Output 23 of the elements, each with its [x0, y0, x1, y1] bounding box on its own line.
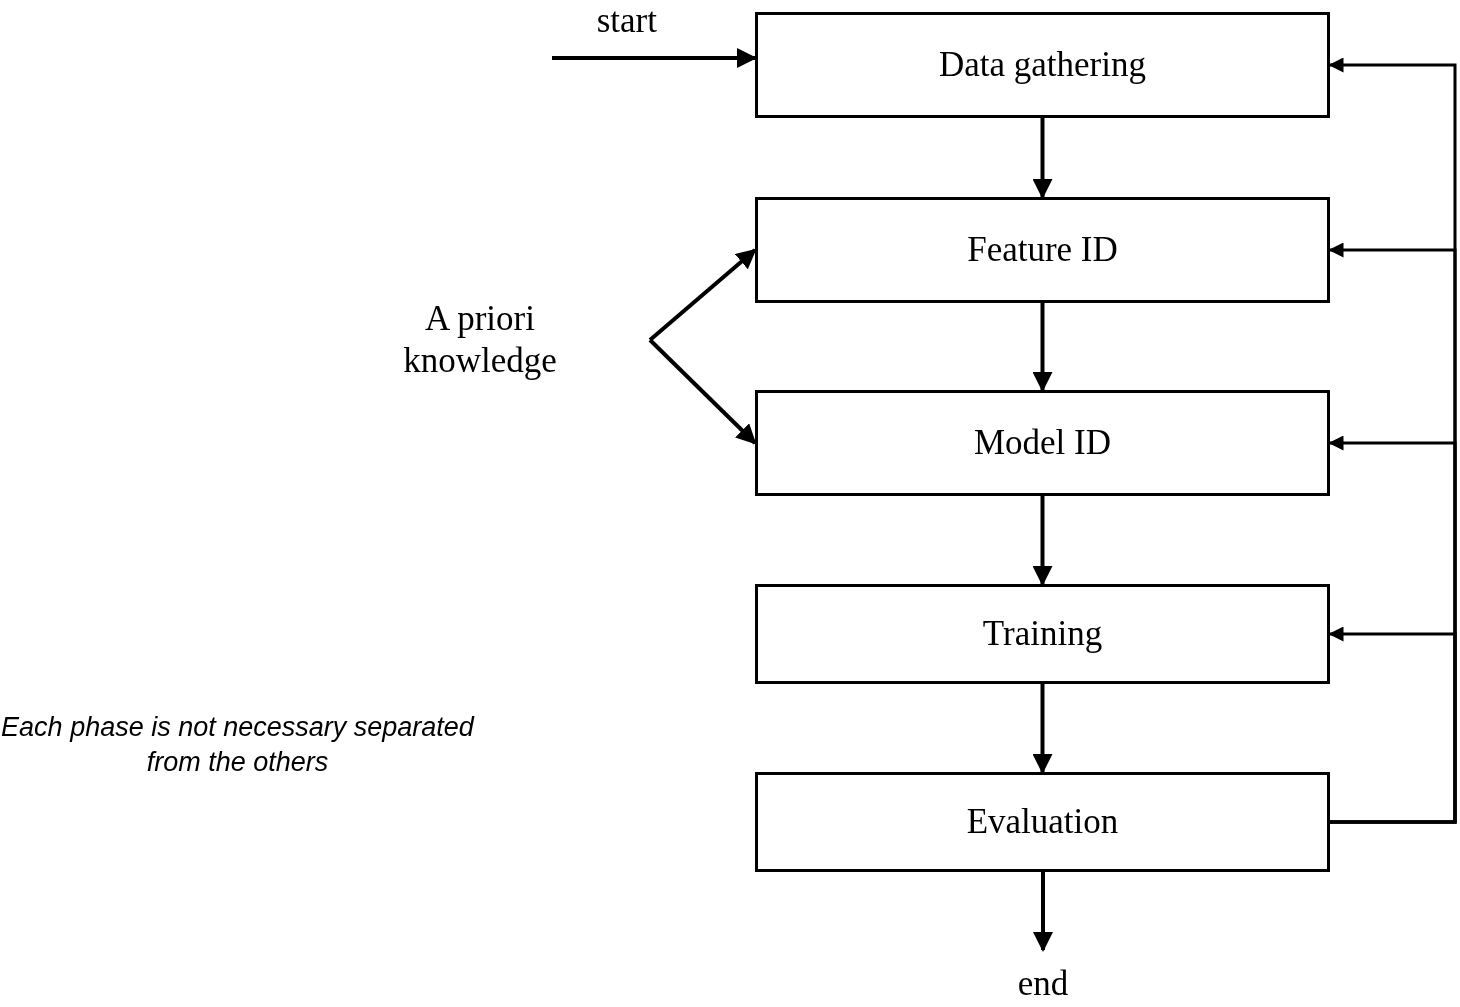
arrow	[1032, 118, 1053, 199]
arrow	[552, 48, 757, 68]
arrow	[1032, 496, 1053, 586]
process-box	[755, 772, 1330, 872]
flow-label: end	[1017, 963, 1069, 1005]
process-box	[755, 390, 1330, 496]
arrow	[1328, 626, 1457, 824]
arrow	[1033, 872, 1053, 952]
flow-label: start	[596, 0, 657, 42]
phase-label: Data gathering	[939, 44, 1146, 86]
phase-label: Feature ID	[967, 229, 1118, 271]
phase-label: Evaluation	[966, 801, 1119, 843]
note-text: Each phase is not necessary separated from the others	[0, 711, 475, 780]
process-box	[755, 12, 1330, 118]
process-box	[755, 197, 1330, 303]
phase-label: Model ID	[973, 422, 1112, 464]
arrow	[1032, 303, 1053, 392]
arrow	[648, 248, 757, 342]
flow-label: A priori knowledge	[402, 298, 558, 382]
process-box	[755, 584, 1330, 684]
arrow	[648, 338, 757, 445]
phase-label: Training	[982, 613, 1103, 655]
arrow	[1032, 684, 1053, 774]
